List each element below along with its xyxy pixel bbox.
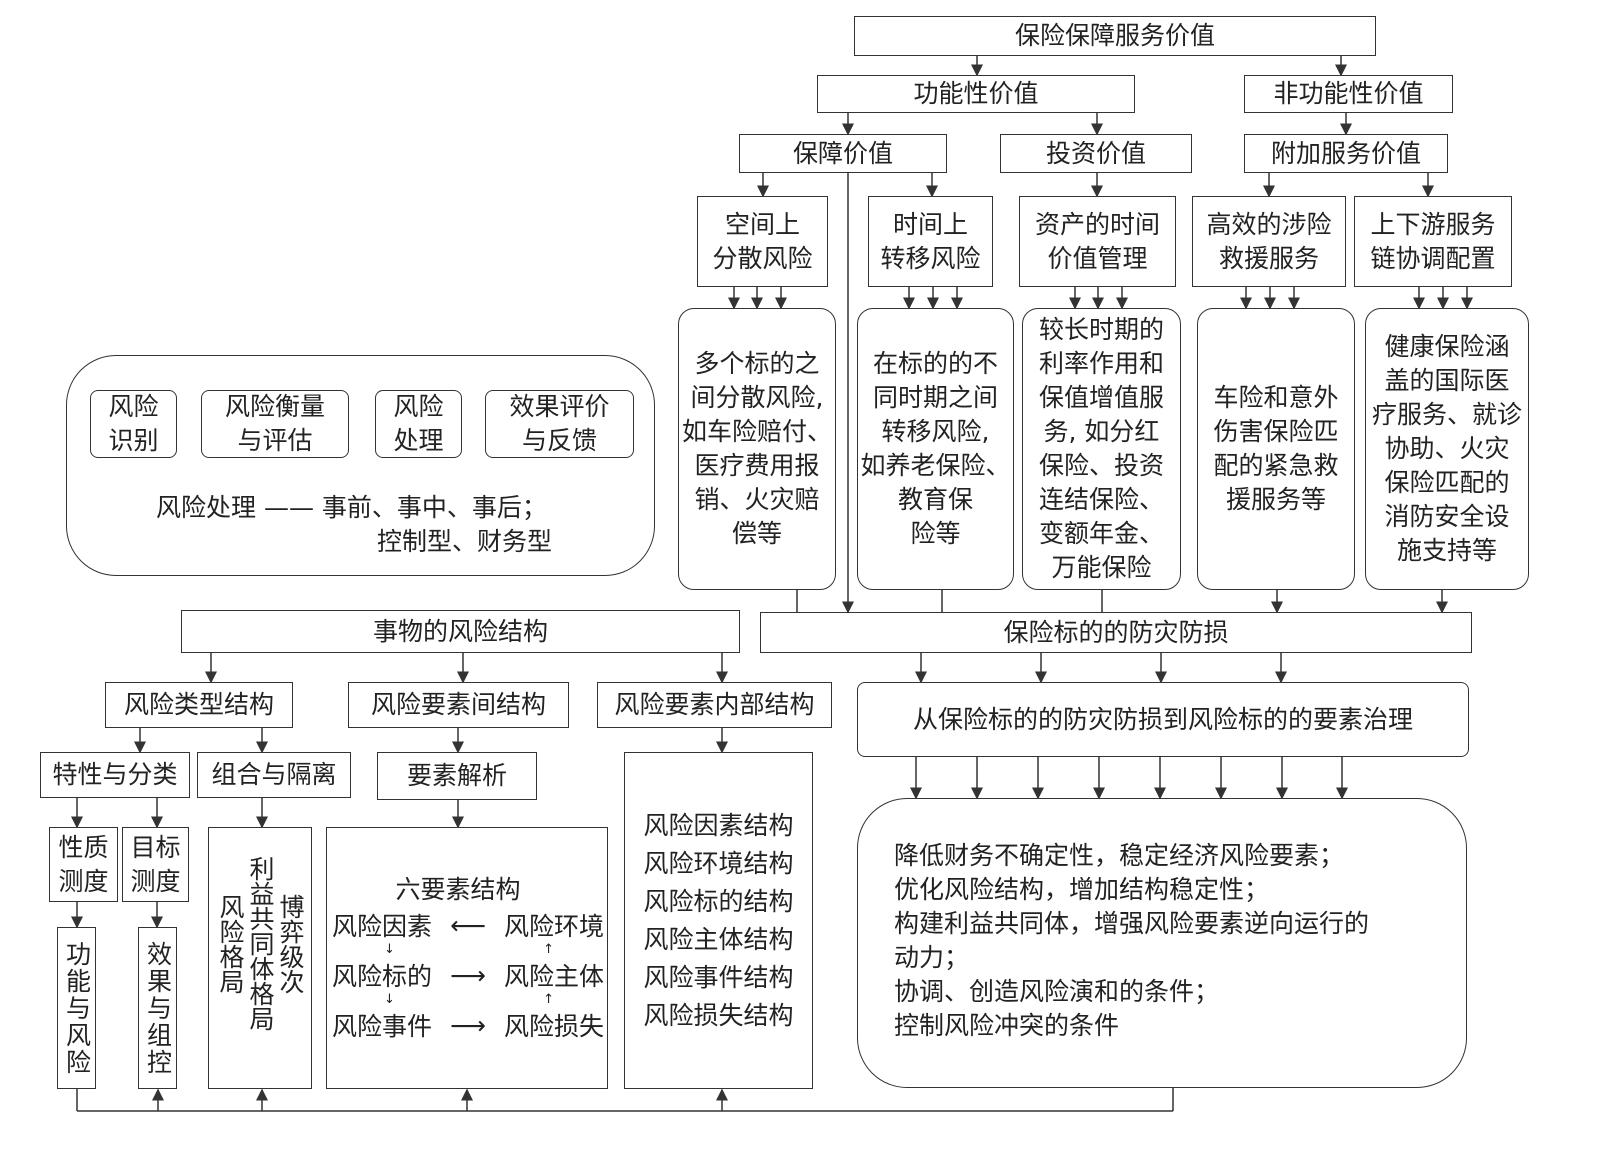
guarantee-value: 保障价值	[739, 134, 947, 173]
list-item: 风险事件结构	[643, 962, 794, 992]
step-box: 风险 处理	[375, 390, 462, 458]
arrow-down-icon: ↓	[384, 942, 395, 957]
effect-box: 效果与组控	[138, 927, 177, 1089]
outcome: 动力；	[894, 943, 970, 972]
risk-process-panel	[66, 355, 655, 576]
inner-list-box: 风险因素结构风险环境结构风险标的结构风险主体结构风险事件结构风险损失结构	[624, 752, 813, 1089]
outcome: 控制风险冲突的条件	[894, 1011, 1120, 1040]
non-functional-value: 非功能性价值	[1244, 75, 1453, 113]
node: 风险环境	[503, 912, 604, 941]
list-item: 风险标的结构	[643, 886, 794, 916]
inner-structure: 风险要素内部结构	[597, 682, 832, 728]
combo-box: 组合与隔离	[197, 752, 351, 798]
six-element-structure: 六要素结构 风险因素 ⟵ 风险环境 ↓ ↑ 风险标的 ⟶ 风险主体 ↓ ↑ 风险事件 ⟶ 风险损…	[332, 870, 604, 1042]
l4-box: 较长时期的 利率作用和 保值增值服 务, 如分红 保险、投资 连结保险、 变额年…	[1022, 308, 1181, 590]
additional-service-value: 附加服务价值	[1244, 134, 1448, 173]
six-title: 六要素结构	[395, 875, 521, 904]
l3-box: 上下游服务 链协调配置	[1354, 196, 1512, 287]
governance-box: 从保险标的的防灾防损到风险标的的要素治理	[857, 682, 1469, 757]
func-risk-box: 功能与风险	[57, 927, 96, 1089]
process-line2: 控制型、财务型	[377, 527, 553, 556]
root-box: 保险保障服务价值	[854, 16, 1376, 56]
disaster-prevention: 保险标的的防灾防损	[760, 612, 1472, 653]
analysis-box: 要素解析	[377, 752, 537, 800]
step-box: 风险衡量 与评估	[201, 390, 349, 458]
functional-value: 功能性价值	[817, 75, 1135, 113]
type-structure: 风险类型结构	[105, 682, 293, 728]
target-box: 目标 测度	[122, 827, 189, 902]
pattern-label: 风险格局利益共同体格局博弈级次	[216, 856, 305, 1031]
nature-box: 性质 测度	[49, 827, 118, 902]
l3-box: 空间上 分散风险	[697, 196, 828, 287]
risk-structure: 事物的风险结构	[181, 610, 740, 653]
outcomes-box: 降低财务不确定性，稳定经济风险要素； 优化风险结构，增加结构稳定性； 构建利益共同体…	[857, 798, 1467, 1088]
investment-value: 投资价值	[1000, 134, 1192, 173]
step-box: 风险 识别	[90, 390, 177, 458]
list-item: 风险主体结构	[643, 924, 794, 954]
arrow-right-icon: ⟶	[450, 960, 486, 990]
node: 风险事件	[332, 1012, 433, 1041]
l4-box: 多个标的之 间分散风险, 如车险赔付、 医疗费用报 销、火灾赔 偿等	[678, 308, 836, 590]
node: 风险主体	[503, 962, 604, 991]
l4-box: 健康保险涵 盖的国际医 疗服务、就诊 协助、火灾 保险匹配的 消防安全设 施支持…	[1365, 308, 1529, 590]
traits-box: 特性与分类	[40, 752, 190, 798]
list-item: 风险环境结构	[643, 848, 794, 878]
process-line1: 风险处理 —— 事前、事中、事后；	[156, 493, 547, 522]
arrow-left-icon: ⟵	[450, 910, 486, 940]
outcome: 降低财务不确定性，稳定经济风险要素；	[894, 841, 1345, 870]
l3-box: 时间上 转移风险	[868, 196, 993, 287]
outcome: 构建利益共同体，增强风险要素逆向运行的	[894, 909, 1370, 938]
l3-box: 资产的时间 价值管理	[1019, 196, 1176, 287]
l3-box: 高效的涉险 救援服务	[1192, 196, 1346, 287]
node: 风险因素	[332, 912, 433, 941]
arrow-right-icon: ⟶	[450, 1010, 486, 1040]
l4-box: 车险和意外 伤害保险匹 配的紧急救 援服务等	[1197, 308, 1355, 590]
outcome: 优化风险结构，增加结构稳定性；	[894, 875, 1270, 904]
arrow-up-icon: ↑	[543, 942, 554, 957]
six-element-box	[326, 827, 608, 1089]
arrow-up-icon: ↑	[543, 992, 554, 1007]
outcome: 协调、创造风险演和的条件；	[894, 977, 1220, 1006]
inter-structure: 风险要素间结构	[348, 682, 569, 728]
arrow-down-icon: ↓	[384, 992, 395, 1007]
list-item: 风险损失结构	[643, 1000, 794, 1030]
step-box: 效果评价 与反馈	[485, 390, 634, 458]
list-item: 风险因素结构	[643, 810, 794, 840]
node: 风险损失	[503, 1012, 604, 1041]
node: 风险标的	[332, 962, 433, 991]
pattern-box: 风险格局利益共同体格局博弈级次	[208, 827, 312, 1089]
l4-box: 在标的的不 同时期之间 转移风险, 如养老保险、 教育保 险等	[857, 308, 1014, 590]
